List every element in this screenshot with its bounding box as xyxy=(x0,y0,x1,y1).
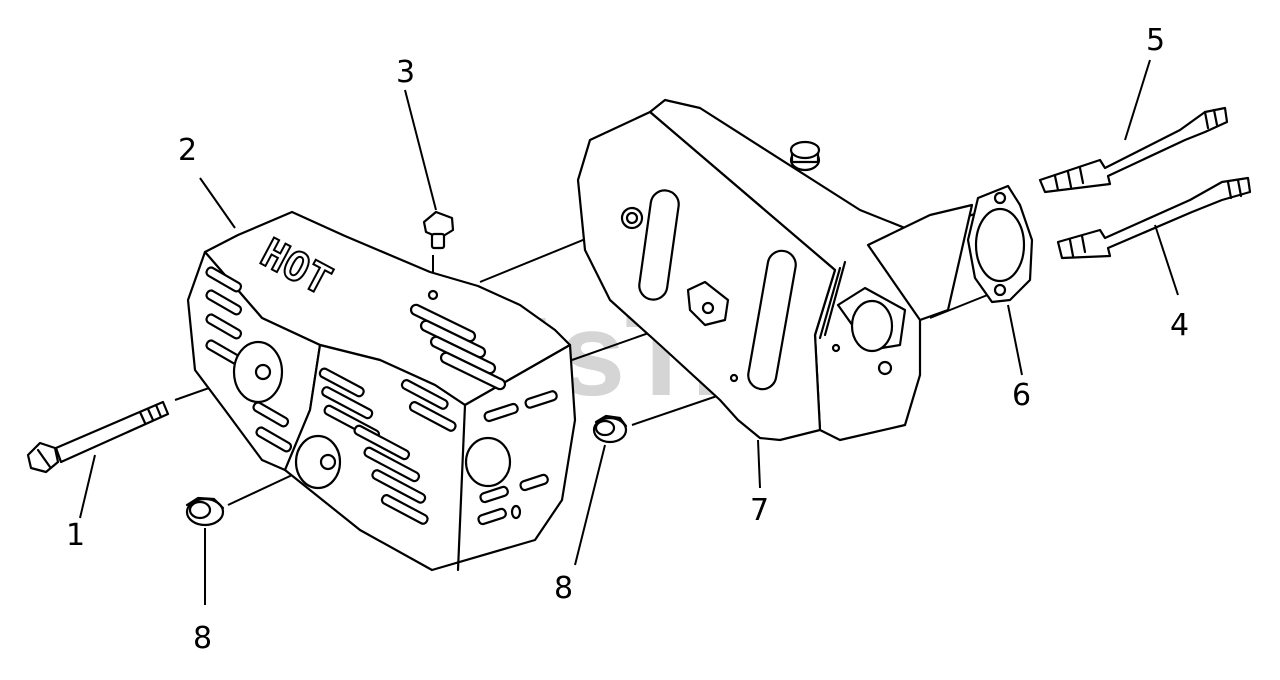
part-8-nut-lower xyxy=(185,496,225,527)
top-vents xyxy=(409,289,507,391)
part-3-screw xyxy=(422,210,455,250)
side-vents xyxy=(205,266,293,453)
part-4-stud xyxy=(1056,176,1252,260)
part-1-bolt xyxy=(26,400,170,474)
callout-6: 6 xyxy=(1012,378,1031,413)
callout-5: 5 xyxy=(1146,23,1165,58)
callout-8-upper: 8 xyxy=(554,571,573,606)
part-7-muffler xyxy=(576,98,974,442)
front-vents xyxy=(294,367,558,526)
callout-1: 1 xyxy=(66,518,85,553)
part-5-stud xyxy=(1038,106,1229,194)
callout-8-lower: 8 xyxy=(193,621,212,656)
callout-3: 3 xyxy=(396,55,415,90)
callout-4: 4 xyxy=(1170,308,1189,343)
callouts: 1 2 3 4 5 6 7 8 8 xyxy=(66,23,1189,656)
part-8-nut-upper xyxy=(592,414,628,444)
part-2-heat-shield: HOT xyxy=(186,210,577,572)
leader-lines xyxy=(79,59,1179,605)
callout-2: 2 xyxy=(178,133,197,168)
part-6-gasket xyxy=(966,184,1034,304)
callout-7: 7 xyxy=(750,493,769,528)
